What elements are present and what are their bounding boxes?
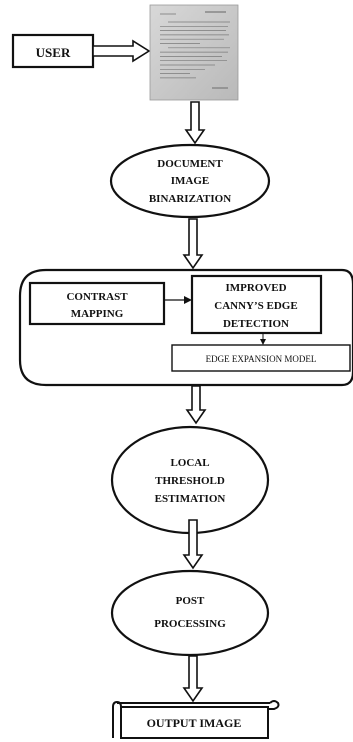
canny-line-1: IMPROVED	[225, 282, 286, 294]
binarization-line-1: DOCUMENT	[157, 158, 223, 170]
hollow-arrow-down-1	[184, 101, 206, 145]
edge-expansion-label: EDGE EXPANSION MODEL	[206, 354, 317, 364]
threshold-line-3: ESTIMATION	[155, 493, 226, 505]
canny-line-3: DETECTION	[223, 318, 289, 330]
binarization-line-2: IMAGE	[171, 175, 210, 187]
document-text-lines	[160, 21, 230, 79]
post-line-1: POST	[176, 595, 205, 607]
contrast-line-2: MAPPING	[71, 308, 124, 320]
hollow-arrow-down-3	[185, 385, 207, 425]
hollow-arrow-user-to-document	[92, 39, 151, 63]
threshold-line-2: THRESHOLD	[155, 475, 225, 487]
thin-arrow-contrast-to-canny	[164, 296, 192, 304]
output-label: OUTPUT IMAGE	[147, 716, 242, 730]
output-image-node: OUTPUT IMAGE	[112, 700, 280, 739]
user-label: USER	[36, 45, 71, 60]
canny-line-2: CANNY’S EDGE	[214, 300, 297, 312]
binarization-line-3: BINARIZATION	[149, 193, 231, 205]
document-thumbnail-image	[149, 4, 239, 101]
hollow-arrow-down-5	[182, 655, 204, 703]
canny-edge-detection-node: IMPROVED CANNY’S EDGE DETECTION	[190, 274, 323, 335]
user-node: USER	[11, 33, 95, 69]
contrast-line-1: CONTRAST	[66, 291, 128, 303]
binarization-node: DOCUMENT IMAGE BINARIZATION	[109, 143, 271, 219]
local-threshold-node: LOCAL THRESHOLD ESTIMATION	[110, 425, 270, 535]
thin-arrow-canny-to-edge-expansion	[260, 333, 266, 345]
edge-expansion-node: EDGE EXPANSION MODEL	[171, 344, 351, 372]
threshold-line-1: LOCAL	[170, 457, 209, 469]
contrast-mapping-node: CONTRAST MAPPING	[28, 281, 166, 326]
hollow-arrow-down-4	[182, 519, 204, 570]
post-processing-node: POST PROCESSING	[110, 569, 270, 657]
hollow-arrow-down-2	[182, 218, 204, 270]
post-line-2: PROCESSING	[154, 618, 226, 630]
